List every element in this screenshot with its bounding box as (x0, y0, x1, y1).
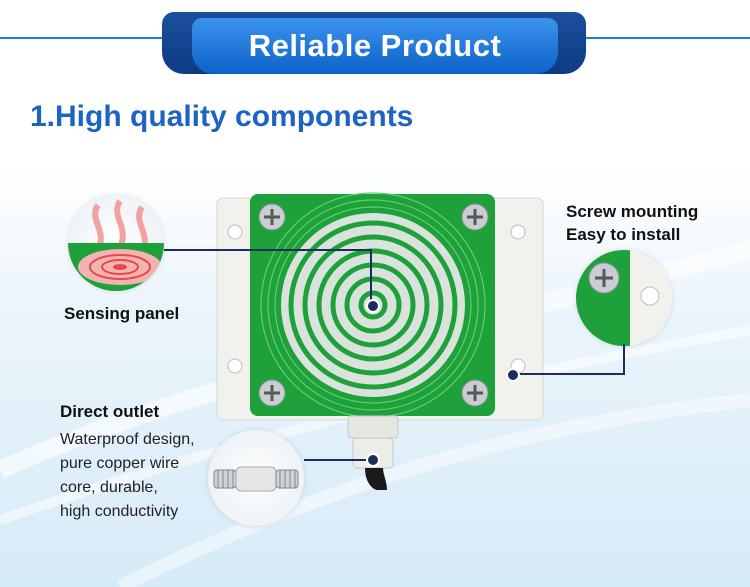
sensing-connector-line (164, 249, 372, 302)
sensing-connector-dot (366, 299, 380, 313)
outlet-connector-dot (366, 453, 380, 467)
banner-title: Reliable Product (192, 18, 558, 74)
direct-outlet-label: Direct outlet (60, 402, 160, 421)
screw-mounting-label: Screw mounting Easy to install (566, 202, 699, 244)
screw-connector-dot (506, 368, 520, 382)
outlet-connector-line (304, 459, 370, 461)
sensing-panel-label: Sensing panel (64, 304, 180, 323)
direct-outlet-description: Waterproof design, pure copper wire core… (60, 431, 195, 520)
screw-connector-line (514, 344, 625, 375)
sensing-panel-zoom (68, 195, 164, 291)
screw-icon (258, 203, 489, 407)
screw-mounting-zoom (576, 250, 672, 346)
section-title: 1.High quality components (30, 100, 414, 133)
cable-connector-zoom (208, 430, 304, 526)
